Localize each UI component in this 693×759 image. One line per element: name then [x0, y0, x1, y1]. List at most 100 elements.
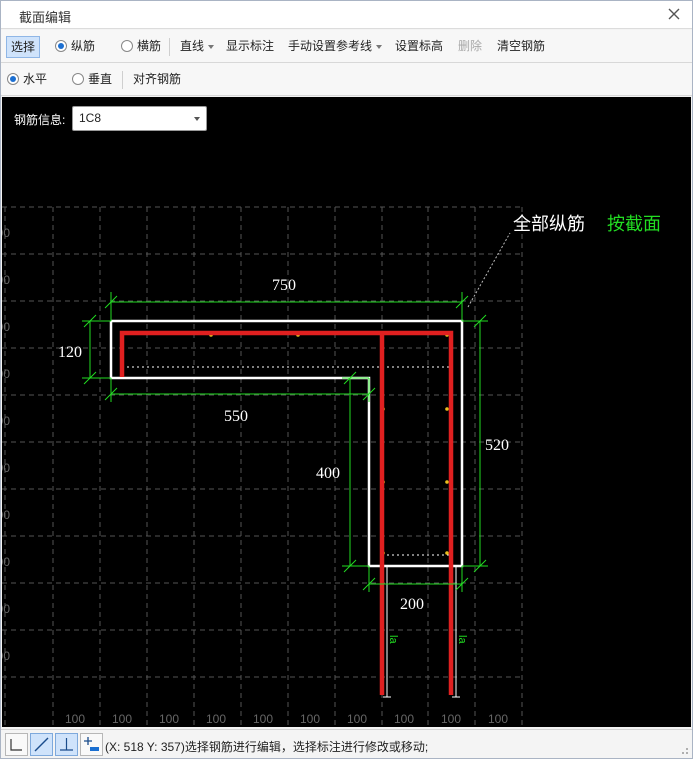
grid-label: 100 — [2, 226, 10, 240]
grid-label: 100 — [65, 712, 85, 726]
line-dropdown[interactable]: 直线 — [176, 36, 218, 58]
title-bar: 截面编辑 — [1, 1, 692, 29]
stirrup-radio[interactable]: 横筋 — [121, 38, 161, 56]
manual-ref-dropdown[interactable]: 手动设置参考线 — [284, 36, 386, 58]
vertical-radio[interactable]: 垂直 — [72, 71, 112, 89]
dim-tick — [104, 295, 118, 309]
grid-label: 100 — [2, 602, 10, 616]
rebar-main-line[interactable] — [119, 330, 454, 695]
grid-label: 100 — [441, 712, 461, 726]
grid-label: 100 — [159, 712, 179, 726]
section-outline[interactable] — [109, 319, 464, 568]
grid-label: 100 — [206, 712, 226, 726]
perpendicular-icon — [60, 738, 73, 751]
perpendicular-mode-button[interactable] — [55, 733, 78, 756]
grid-label: 100 — [253, 712, 273, 726]
delete-button[interactable]: 删除 — [458, 39, 483, 53]
horizontal-radio[interactable]: 水平 — [7, 71, 47, 89]
grid-label: 100 — [394, 712, 414, 726]
dim-tick — [343, 371, 357, 385]
toolbar-separator — [169, 38, 170, 56]
select-button[interactable]: 选择 — [6, 36, 41, 58]
dim-top-text[interactable]: 750 — [272, 277, 296, 294]
grid-label: 100 — [347, 712, 367, 726]
manual-ref-label: 手动设置参考线 — [288, 39, 373, 53]
dim-tick — [362, 387, 376, 401]
grid-label: 100 — [2, 273, 10, 287]
toolbar-separator — [122, 71, 123, 89]
grid-label: 100 — [488, 712, 508, 726]
dim-tick — [362, 577, 376, 591]
grid-label: 100 — [112, 712, 132, 726]
annotation-main-text[interactable]: 全部纵筋 — [513, 214, 585, 235]
set-elevation-button[interactable]: 设置标高 — [395, 39, 444, 53]
grid-label: 100 — [2, 461, 10, 475]
main-toolbar: 选择 纵筋 横筋 直线 显示标注 手动设置参考线 设置标高 删除 清空钢筋 — [1, 30, 692, 63]
dim-left-text[interactable]: 120 — [58, 344, 82, 361]
longitudinal-rebar[interactable] — [119, 330, 454, 695]
section-outline-shape[interactable] — [109, 319, 464, 568]
annotation-mode-text[interactable]: 按截面 — [607, 214, 661, 235]
grid-label: 100 — [300, 712, 320, 726]
anchor-label: la — [456, 635, 468, 644]
vertical-label: 垂直 — [88, 72, 113, 86]
dimension-lines[interactable] — [82, 292, 488, 592]
rebar-info-value: 1C8 — [79, 111, 102, 125]
chevron-down-icon — [208, 44, 215, 49]
stirrup-label: 横筋 — [137, 39, 162, 53]
rebar-info-label: 钢筋信息: — [14, 113, 66, 127]
grid-label: 100 — [2, 414, 10, 428]
diagonal-line-icon — [34, 737, 49, 752]
radio-on-icon — [55, 40, 67, 52]
window-title: 截面编辑 — [19, 10, 72, 25]
drawing-canvas[interactable]: 钢筋信息: 1C8 100 100 100 100 100 100 100 100 100 100… — [2, 97, 691, 727]
status-bar: (X: 518 Y: 357)选择钢筋进行编辑，选择标注进行修改或移动; — [1, 729, 692, 758]
dim-inner-text[interactable]: 400 — [316, 465, 340, 482]
dim-tick — [455, 577, 469, 591]
dimension-texts[interactable]: 750 120 550 520 400 200 — [58, 277, 509, 613]
ortho-icon — [10, 739, 22, 751]
chevron-down-icon — [194, 117, 200, 121]
resize-grip-icon[interactable] — [679, 745, 689, 755]
rebar-point[interactable] — [445, 407, 449, 411]
dim-mid-text[interactable]: 550 — [224, 408, 248, 425]
diagonal-mode-button[interactable] — [30, 733, 53, 756]
chevron-down-icon — [376, 44, 383, 49]
close-icon[interactable] — [664, 4, 684, 24]
grid-label: 100 — [2, 508, 10, 522]
dim-tick — [83, 371, 97, 385]
radio-off-icon — [121, 40, 133, 52]
grid — [2, 206, 523, 727]
line-label: 直线 — [180, 39, 205, 53]
show-dims-button[interactable]: 显示标注 — [226, 39, 275, 53]
dim-tick — [455, 295, 469, 309]
rebar-points[interactable] — [209, 333, 449, 555]
longitudinal-label: 纵筋 — [71, 39, 96, 53]
grid-label: 100 — [2, 649, 10, 663]
align-rebar-button[interactable]: 对齐钢筋 — [133, 72, 182, 86]
rebar-info-select[interactable]: 1C8 — [72, 106, 207, 131]
clear-rebar-button[interactable]: 清空钢筋 — [497, 39, 546, 53]
rebar-point[interactable] — [445, 480, 449, 484]
dim-tick — [104, 387, 118, 401]
ortho-mode-button[interactable] — [5, 733, 28, 756]
status-message: (X: 518 Y: 357)选择钢筋进行编辑，选择标注进行修改或移动; — [105, 740, 429, 754]
rebar-point[interactable] — [445, 551, 449, 555]
dim-tick — [473, 559, 487, 573]
radio-off-icon — [72, 73, 84, 85]
dim-bottom-text[interactable]: 200 — [400, 596, 424, 613]
dim-tick — [473, 314, 487, 328]
anchor-label: la — [387, 635, 399, 644]
section-drawing[interactable]: 100 100 100 100 100 100 100 100 100 100 100 100 100 1… — [2, 97, 691, 727]
add-point-button[interactable] — [80, 733, 103, 756]
add-point-icon — [84, 737, 99, 751]
radio-on-icon — [7, 73, 19, 85]
secondary-toolbar: 水平 垂直 对齐钢筋 — [1, 63, 692, 96]
horizontal-label: 水平 — [23, 72, 48, 86]
dim-tick — [343, 559, 357, 573]
longitudinal-radio[interactable]: 纵筋 — [55, 38, 95, 56]
inner-guides — [122, 333, 452, 556]
dim-right-text[interactable]: 520 — [485, 437, 509, 454]
grid-labels: 100 100 100 100 100 100 100 100 100 100 100 100 100 1… — [2, 226, 508, 726]
grid-label: 100 — [2, 555, 10, 569]
